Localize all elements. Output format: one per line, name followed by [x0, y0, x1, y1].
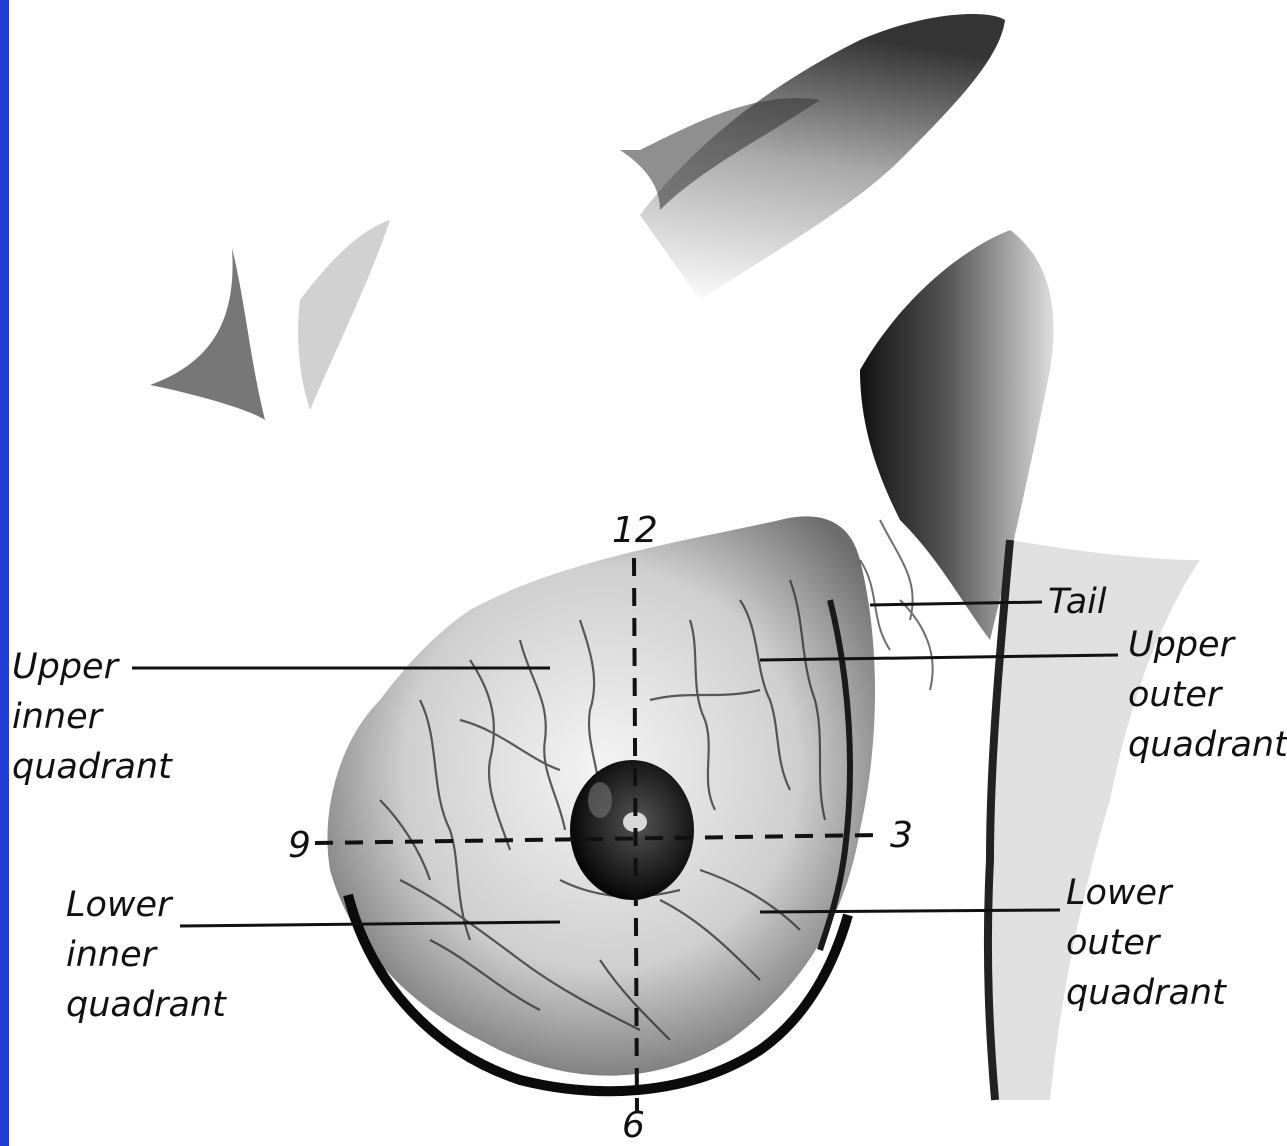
clavicle-shadow — [150, 248, 265, 420]
label-line: quadrant — [66, 980, 226, 1030]
label-line: Lower — [66, 880, 226, 930]
label-line: outer — [1128, 670, 1287, 720]
lower-outer-leader — [760, 910, 1060, 912]
label-lower-outer-quadrant: Lower outer quadrant — [1066, 868, 1226, 1018]
label-tail-line: Tail — [1048, 577, 1107, 627]
clock-marker-9: 9 — [288, 828, 311, 864]
label-line: inner — [12, 692, 172, 742]
label-line: quadrant — [1066, 968, 1226, 1018]
label-line: inner — [66, 930, 226, 980]
label-tail: Tail — [1048, 577, 1107, 627]
clock-marker-12: 12 — [612, 513, 658, 549]
label-upper-outer-quadrant: Upper outer quadrant — [1128, 620, 1287, 770]
clock-marker-6: 6 — [622, 1108, 645, 1144]
label-line: quadrant — [1128, 720, 1287, 770]
label-upper-inner-quadrant: Upper inner quadrant — [12, 642, 172, 792]
clock-marker-3: 3 — [890, 818, 913, 854]
areola-highlight — [588, 782, 612, 818]
label-line: Upper — [12, 642, 172, 692]
label-line: Lower — [1066, 868, 1226, 918]
label-line: outer — [1066, 918, 1226, 968]
label-line: quadrant — [12, 742, 172, 792]
label-lower-inner-quadrant: Lower inner quadrant — [66, 880, 226, 1030]
clavicle-shadow-right — [298, 220, 390, 410]
label-line: Upper — [1128, 620, 1287, 670]
